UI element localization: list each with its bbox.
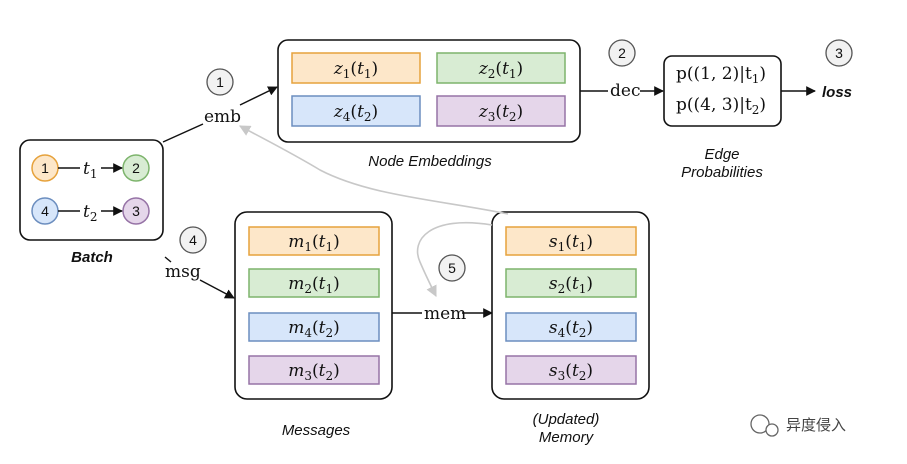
message-cell-1 bbox=[248, 226, 380, 256]
memory-label-line2: Memory bbox=[539, 429, 595, 446]
memory-cell-1 bbox=[505, 226, 637, 256]
memory-cell-3 bbox=[505, 312, 637, 342]
message-cell-2 bbox=[248, 268, 380, 298]
batch-label: Batch bbox=[71, 249, 113, 266]
embedding-cell-2 bbox=[436, 52, 566, 84]
memory-box bbox=[491, 211, 650, 400]
watermark-wechat-icon-small bbox=[765, 423, 779, 437]
msg-label: msg bbox=[165, 262, 201, 282]
embedding-cell-2-text: z2(t1) bbox=[478, 59, 523, 81]
message-cell-4-text: m3(t2) bbox=[288, 361, 340, 383]
memory-group: s1(t1) s2(t1) s4(t2) s3(t2) (Updated) Memor… bbox=[491, 211, 650, 446]
embedding-cell-1 bbox=[291, 52, 421, 84]
loss-label: loss bbox=[822, 84, 852, 101]
emb-label: emb bbox=[204, 107, 241, 127]
batch-group: 1 2 4 3 t1 t2 Batch bbox=[19, 139, 164, 266]
step-4-label: 4 bbox=[189, 232, 197, 248]
mem-label: mem bbox=[424, 304, 466, 324]
batch-edge-4-3-time: t2 bbox=[83, 202, 97, 224]
memory-cell-3-text: s4(t2) bbox=[549, 318, 593, 340]
edge-probabilities-group: p((1, 2)|t1) p((4, 3)|t2) Edge Probabili… bbox=[663, 55, 782, 181]
step-1-label: 1 bbox=[216, 74, 224, 90]
dec-label: dec bbox=[610, 81, 640, 101]
step-5-label: 5 bbox=[448, 260, 456, 276]
emb-arrow-upper bbox=[239, 86, 278, 106]
memory-cell-4-text: s3(t2) bbox=[549, 361, 593, 383]
memory-cell-4 bbox=[505, 355, 637, 385]
batch-node-1-label: 1 bbox=[41, 160, 49, 176]
msg-arrow-upper bbox=[164, 256, 172, 263]
embedding-cell-4 bbox=[436, 95, 566, 127]
embedding-cell-3-text: z4(t2) bbox=[333, 102, 378, 124]
edge-probabilities-label-line2: Probabilities bbox=[681, 164, 763, 181]
edge-probabilities-label-line1: Edge bbox=[704, 146, 739, 163]
memory-label-line1: (Updated) bbox=[533, 411, 600, 428]
batch-edge-1-2-time: t1 bbox=[83, 159, 97, 181]
message-cell-3-text: m4(t2) bbox=[288, 318, 340, 340]
embedding-cell-1-text: z1(t1) bbox=[333, 59, 378, 81]
batch-node-4-label: 4 bbox=[41, 203, 49, 219]
edge-probability-1: p((1, 2)|t1) bbox=[676, 64, 766, 86]
watermark-text: 异度侵入 bbox=[786, 416, 846, 434]
memory-to-emb-arrow bbox=[239, 125, 509, 215]
emb-arrow-lower bbox=[162, 123, 204, 143]
message-cell-4 bbox=[248, 355, 380, 385]
batch-node-2-label: 2 bbox=[132, 160, 140, 176]
watermark-wechat-icon bbox=[750, 414, 770, 434]
memory-cell-1-text: s1(t1) bbox=[549, 232, 593, 254]
embedding-cell-3 bbox=[291, 95, 421, 127]
messages-label: Messages bbox=[282, 422, 351, 439]
step-1-badge bbox=[206, 68, 234, 96]
step-4-badge bbox=[179, 226, 207, 254]
memory-self-update-arrow bbox=[416, 221, 493, 298]
watermark: 异度侵入 bbox=[750, 414, 846, 437]
step-3-badge bbox=[825, 39, 853, 67]
message-cell-1-text: m1(t1) bbox=[288, 232, 340, 254]
batch-node-3-label: 3 bbox=[132, 203, 140, 219]
message-cell-3 bbox=[248, 312, 380, 342]
messages-box bbox=[234, 211, 393, 400]
batch-node-3 bbox=[122, 197, 150, 225]
memory-cell-2-text: s2(t1) bbox=[549, 274, 593, 296]
step-2-badge bbox=[608, 39, 636, 67]
step-3-label: 3 bbox=[835, 45, 843, 61]
message-cell-2-text: m2(t1) bbox=[288, 274, 340, 296]
batch-node-2 bbox=[122, 154, 150, 182]
step-2-label: 2 bbox=[618, 45, 626, 61]
node-embeddings-label: Node Embeddings bbox=[368, 153, 492, 170]
msg-arrow-lower bbox=[199, 279, 235, 299]
memory-cell-2 bbox=[505, 268, 637, 298]
edge-probability-2: p((4, 3)|t2) bbox=[676, 95, 766, 117]
step-badges: 1 2 3 4 5 bbox=[179, 39, 853, 282]
node-embeddings-group: z1(t1) z2(t1) z4(t2) z3(t2) Node Embeddings bbox=[277, 39, 581, 170]
messages-group: m1(t1) m2(t1) m4(t2) m3(t2) Messages bbox=[234, 211, 393, 439]
step-5-badge bbox=[438, 254, 466, 282]
embedding-cell-4-text: z3(t2) bbox=[478, 102, 523, 124]
